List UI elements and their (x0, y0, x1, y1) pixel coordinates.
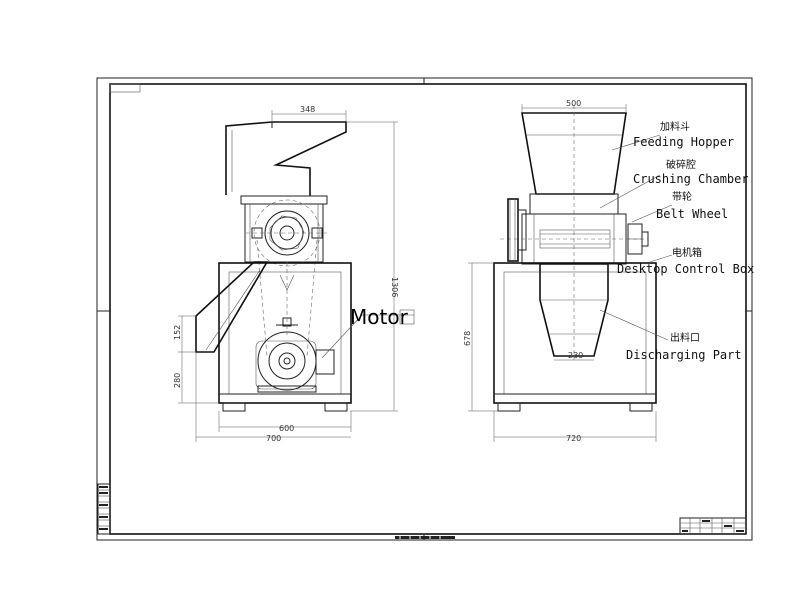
discharge-label-cn: 出料口 (670, 331, 700, 344)
dim-left-motor-height: 280 (173, 373, 182, 388)
dim-right-height: 678 (463, 331, 472, 346)
dim-left-base-outer: 700 (266, 434, 281, 443)
chamber-label: Crushing Chamber (633, 172, 749, 186)
drawing-frame (96, 77, 753, 541)
revision-table (97, 483, 111, 535)
dim-left-top-width: 348 (300, 105, 315, 114)
control-box-label-cn: 电机箱 (672, 246, 702, 259)
hopper-label-cn: 加料斗 (660, 120, 690, 133)
dim-right-top-width: 500 (566, 99, 581, 108)
front-view (468, 104, 673, 442)
dim-right-base: 720 (566, 434, 581, 443)
discharge-label: Discharging Part (626, 348, 742, 362)
dim-left-base-inner: 600 (279, 424, 294, 433)
chamber-label-cn: 破碎腔 (666, 158, 696, 171)
control-box-label: Desktop Control Box (617, 262, 754, 276)
bottom-scale-strip (395, 536, 455, 539)
side-view (178, 110, 415, 442)
dim-left-height: 1306 (390, 277, 399, 297)
belt-wheel-label-cn: 带轮 (672, 190, 692, 203)
motor-label: Motor (350, 305, 409, 329)
dim-left-chute: 152 (173, 325, 182, 340)
title-block (679, 517, 747, 535)
dim-right-outlet: 230 (568, 351, 583, 360)
belt-wheel-label: Belt Wheel (656, 207, 728, 221)
hopper-label: Feeding Hopper (633, 135, 734, 149)
